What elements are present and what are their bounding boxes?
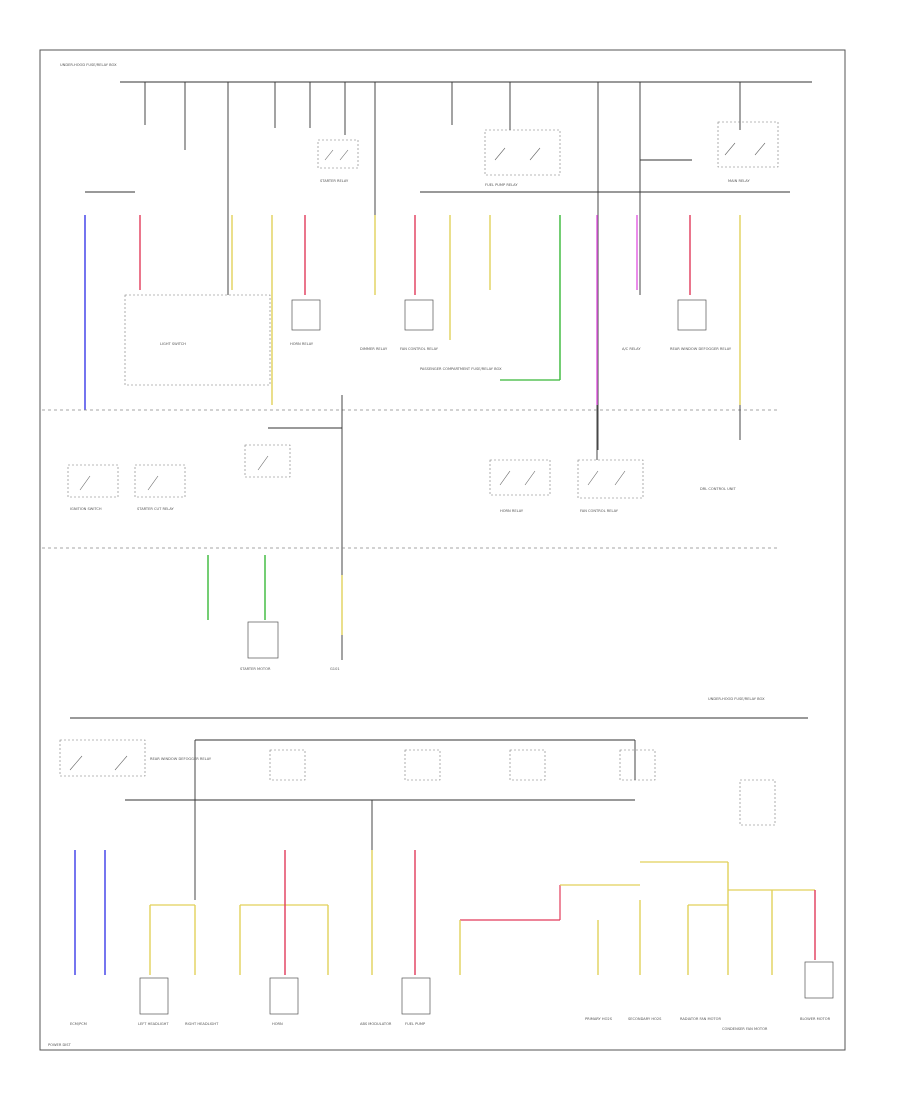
passenger-junction-label: PASSENGER COMPARTMENT FUSE/RELAY BOX: [420, 367, 502, 371]
fan-label-2: FAN CONTROL RELAY: [580, 509, 619, 513]
headlight-right-label: RIGHT HEADLIGHT: [185, 1022, 219, 1026]
footer-label: POWER DIST: [48, 1043, 72, 1047]
starter-motor: [247, 621, 279, 659]
fuse-box-label-top: UNDER-HOOD FUSE/RELAY BOX: [60, 63, 117, 67]
wires-section-bottom: [74, 850, 816, 975]
fan-relay-label: FAN CONTROL RELAY: [400, 347, 439, 351]
horn-label: HORN: [272, 1022, 283, 1026]
blower-motor-component: [804, 961, 834, 999]
main-relay-label: MAIN RELAY: [728, 179, 750, 183]
horn-relay-component: [291, 299, 321, 331]
underhood-label-lower: UNDER-HOOD FUSE/RELAY BOX: [708, 697, 765, 701]
horn-component: [269, 977, 299, 1015]
drl-label: DRL CONTROL UNIT: [700, 487, 736, 491]
main-relay-box: [717, 121, 779, 168]
starter-relay-box: [317, 139, 359, 169]
fuel-pump-label: FUEL PUMP: [405, 1022, 426, 1026]
dimmer-relay-label: DIMMER RELAY: [360, 347, 388, 351]
rear-defogger-label: REAR WINDOW DEFOGGER RELAY: [150, 757, 212, 761]
ecm-label: ECM/PCM: [70, 1022, 87, 1026]
fuel-pump-component: [401, 977, 431, 1015]
ho2s-primary-label: PRIMARY HO2S: [585, 1017, 613, 1021]
defogger-relay-label: REAR WINDOW DEFOGGER RELAY: [670, 347, 732, 351]
defogger-relay-component: [677, 299, 707, 331]
light-switch-label: LIGHT SWITCH: [160, 342, 186, 346]
fuel-pump-relay-label: FUEL PUMP RELAY: [485, 183, 518, 187]
headlight-left-label: LEFT HEADLIGHT: [138, 1022, 169, 1026]
horn-relay-label: HORN RELAY: [290, 342, 314, 346]
defogger-relay-box: [59, 739, 146, 777]
light-switch-box: [124, 294, 271, 386]
fan-relay-component: [404, 299, 434, 331]
diagram-frame: [39, 49, 846, 1051]
fuse-row-top: [144, 82, 741, 450]
abs-label: ABS MODULATOR: [360, 1022, 392, 1026]
ground-label: G101: [330, 667, 340, 671]
blower-motor-label: BLOWER MOTOR: [800, 1017, 831, 1021]
headlight-left: [139, 977, 169, 1015]
horn-label-2: HORN RELAY: [500, 509, 524, 513]
main-relay-contacts: [724, 142, 766, 156]
radiator-fan-label: RADIATOR FAN MOTOR: [680, 1017, 721, 1021]
fuel-pump-relay-contacts: [494, 147, 541, 161]
ac-relay-label: A/C RELAY: [622, 347, 641, 351]
starter-relay-label: STARTER RELAY: [320, 179, 349, 183]
fuel-pump-relay-box: [484, 129, 561, 176]
ignition-switch-label: IGNITION SWITCH: [70, 507, 102, 511]
ho2s-secondary-label: SECONDARY HO2S: [628, 1017, 662, 1021]
starter-cut-label: STARTER CUT RELAY: [137, 507, 175, 511]
wires-section-1: [84, 215, 741, 410]
starter-motor-label: STARTER MOTOR: [240, 667, 271, 671]
section-2: [67, 395, 741, 660]
condenser-fan-label: CONDENSER FAN MOTOR: [722, 1027, 768, 1031]
starter-relay-contacts: [324, 149, 349, 161]
